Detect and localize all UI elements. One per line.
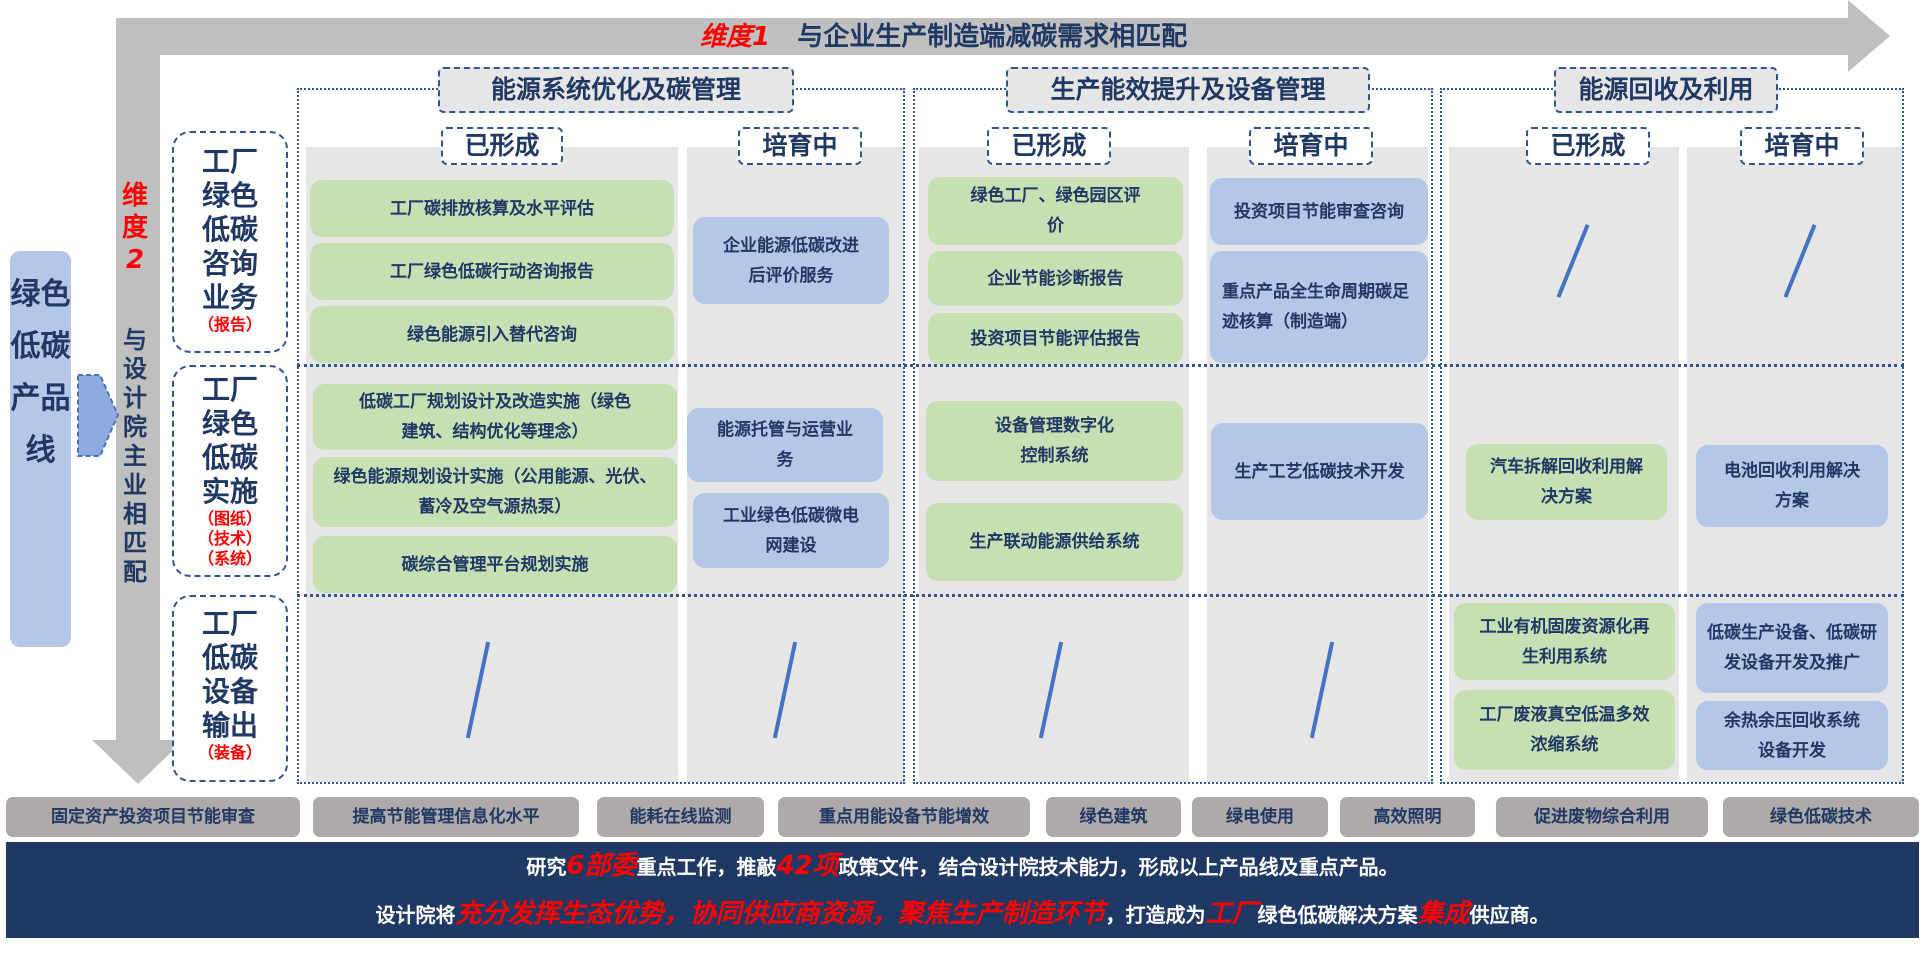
dimension1-title: 维度1 与企业生产制造端减碳需求相匹配 <box>700 20 1187 54</box>
product-card: 绿色能源引入替代咨询 <box>310 306 674 363</box>
summary-highlight: 集成 <box>1417 899 1470 929</box>
policy-tag: 高效照明 <box>1340 797 1475 837</box>
dimension1-arrow <box>116 18 1856 55</box>
product-card: 能源托管与运营业务 <box>687 408 883 482</box>
row-divider <box>297 594 1904 597</box>
product-card: 投资项目节能审查咨询 <box>1210 178 1428 245</box>
policy-tag: 绿电使用 <box>1192 797 1328 837</box>
product-card: 汽车拆解回收利用解决方案 <box>1466 444 1667 520</box>
summary-highlight: 6部委 <box>566 851 637 881</box>
summary-highlight: 充分发挥生态优势，协同供应商资源，聚焦生产制造环节 <box>455 899 1106 929</box>
summary-highlight: 42项 <box>776 851 839 881</box>
subheader-formed: 已形成 <box>1526 127 1650 165</box>
row-label-sub: （装备） <box>197 743 262 762</box>
product-card: 企业能源低碳改进后评价服务 <box>693 217 889 304</box>
policy-tag: 固定资产投资项目节能审查 <box>6 797 300 837</box>
dimension2-label-char: 度 <box>121 213 148 243</box>
summary-text: 供应商。 <box>1469 903 1550 927</box>
product-card: 低碳工厂规划设计及改造实施（绿色建筑、结构优化等理念） <box>313 384 677 450</box>
summary-text: 重点工作，推敲 <box>636 855 777 879</box>
dimension1-text: 与企业生产制造端减碳需求相匹配 <box>797 22 1188 52</box>
dimension1-label: 维度1 <box>700 22 771 52</box>
product-card: 企业节能诊断报告 <box>928 251 1183 306</box>
summary-highlight: 工厂 <box>1205 899 1258 929</box>
product-card: 工业绿色低碳微电网建设 <box>693 493 889 568</box>
product-card: 低碳生产设备、低碳研发设备开发及推广 <box>1696 603 1888 693</box>
dimension1-arrow-head <box>1848 0 1890 72</box>
product-card: 绿色工厂、绿色园区评价 <box>928 177 1183 245</box>
row-label-title: 工厂绿色低碳实施 <box>201 373 258 508</box>
product-card: 设备管理数字化控制系统 <box>926 401 1183 481</box>
row-label-equipment: 工厂低碳设备输出 （装备） <box>172 595 288 782</box>
dimension2-label-num: 2 <box>125 245 145 275</box>
product-card: 投资项目节能评估报告 <box>928 313 1183 364</box>
product-card: 工业有机固废资源化再生利用系统 <box>1454 603 1675 680</box>
policy-tag: 绿色低碳技术 <box>1723 797 1919 837</box>
summary-text: 研究 <box>526 855 567 879</box>
row-label-sub: （图纸）（技术）（系统） <box>197 509 262 568</box>
dimension2-arrow-head <box>92 740 184 784</box>
row-divider <box>297 364 1904 367</box>
summary-line-2: 设计院将充分发挥生态优势，协同供应商资源，聚焦生产制造环节，打造成为工厂绿色低碳… <box>6 890 1919 938</box>
product-card: 工厂绿色低碳行动咨询报告 <box>310 243 674 300</box>
group-title: 生产能效提升及设备管理 <box>1006 67 1370 113</box>
product-card: 重点产品全生命周期碳足迹核算（制造端） <box>1210 251 1428 363</box>
product-card: 工厂碳排放核算及水平评估 <box>310 180 674 237</box>
chevron-arrow-icon <box>77 374 120 457</box>
subheader-cultivating: 培育中 <box>1249 127 1373 165</box>
policy-tag: 提高节能管理信息化水平 <box>313 797 579 837</box>
dimension2-text: 与设计院主业相匹配 <box>123 326 147 586</box>
group-title: 能源回收及利用 <box>1554 67 1778 113</box>
summary-banner: 研究6部委重点工作，推敲42项政策文件，结合设计院技术能力，形成以上产品线及重点… <box>6 842 1919 938</box>
product-card: 生产工艺低碳技术开发 <box>1211 423 1428 520</box>
row-label-title: 工厂绿色低碳咨询业务 <box>201 145 258 314</box>
subheader-formed: 已形成 <box>441 127 563 165</box>
summary-text: 绿色低碳解决方案 <box>1257 903 1418 927</box>
subheader-cultivating: 培育中 <box>738 127 862 165</box>
product-card: 绿色能源规划设计实施（公用能源、光伏、蓄冷及空气源热泵） <box>313 457 677 527</box>
row-label-implementation: 工厂绿色低碳实施 （图纸）（技术）（系统） <box>172 365 288 577</box>
product-card: 碳综合管理平台规划实施 <box>313 536 677 593</box>
subheader-formed: 已形成 <box>987 127 1111 165</box>
summary-line-1: 研究6部委重点工作，推敲42项政策文件，结合设计院技术能力，形成以上产品线及重点… <box>6 842 1919 890</box>
summary-text: 设计院将 <box>375 903 456 927</box>
row-label-title: 工厂低碳设备输出 <box>201 607 258 742</box>
product-card: 工厂废液真空低温多效浓缩系统 <box>1454 690 1675 770</box>
dimension2-arrow <box>116 18 160 743</box>
policy-tag: 重点用能设备节能增效 <box>778 797 1030 837</box>
product-line-label: 绿色低碳产品线 <box>10 251 71 647</box>
product-card: 电池回收利用解决方案 <box>1696 445 1888 527</box>
product-card: 余热余压回收系统设备开发 <box>1696 701 1888 770</box>
policy-tag: 能耗在线监测 <box>597 797 764 837</box>
row-label-consulting: 工厂绿色低碳咨询业务 （报告） <box>172 131 288 353</box>
summary-text: 政策文件，结合设计院技术能力，形成以上产品线及重点产品。 <box>838 855 1399 879</box>
subheader-cultivating: 培育中 <box>1740 127 1864 165</box>
group-title: 能源系统优化及碳管理 <box>438 67 794 113</box>
policy-tag: 促进废物综合利用 <box>1496 797 1708 837</box>
summary-text: ，打造成为 <box>1105 903 1206 927</box>
row-label-sub: （报告） <box>197 315 262 334</box>
dimension2-label: 维 度 2 <box>120 180 150 276</box>
dimension2-label-char: 维 <box>121 181 148 211</box>
product-card: 生产联动能源供给系统 <box>926 503 1183 581</box>
policy-tag: 绿色建筑 <box>1046 797 1181 837</box>
